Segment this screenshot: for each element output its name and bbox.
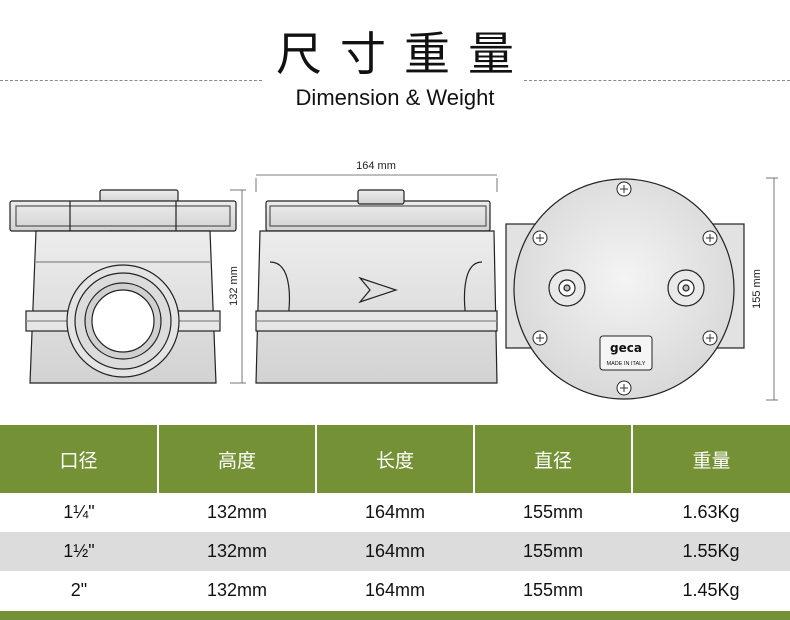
header-diameter: 直径 xyxy=(473,425,632,493)
bottom-divider xyxy=(0,611,790,620)
cell-weight: 1.55Kg xyxy=(632,532,790,571)
page-title: 尺寸重量 xyxy=(276,27,532,81)
cell-height: 132mm xyxy=(158,532,316,571)
cell-weight: 1.63Kg xyxy=(682,502,740,522)
header-height: 高度 xyxy=(157,425,316,493)
technical-drawing: 132 mm 164 mm xyxy=(9,160,778,401)
diameter-dimension-label: 155 mm xyxy=(751,269,763,309)
front-view xyxy=(255,174,498,384)
header-length: 长度 xyxy=(315,425,474,493)
bottom-view xyxy=(505,177,778,401)
brand-logo: geca xyxy=(610,341,642,355)
cell-length: 164mm xyxy=(316,532,474,571)
title-divider-left xyxy=(0,80,262,81)
table-row: 1½" 132mm 164mm 155mm 1.55Kg xyxy=(0,532,790,571)
cell-length: 164mm xyxy=(364,580,426,600)
cell-height: 132mm xyxy=(206,502,268,522)
table-row: 2" 132mm 164mm 155mm 1.45Kg xyxy=(0,571,790,610)
title-divider-right xyxy=(524,80,790,81)
cell-weight: 1.45Kg xyxy=(682,580,740,600)
header-weight: 重量 xyxy=(631,425,790,493)
height-dimension-label: 132 mm xyxy=(228,266,240,306)
table-row: 1¼" 132mm 164mm 155mm 1.63Kg xyxy=(0,493,790,532)
cell-diameter: 155mm xyxy=(474,532,632,571)
header-caliber: 口径 xyxy=(0,425,158,493)
page-subtitle: Dimension & Weight xyxy=(295,85,495,110)
side-view xyxy=(9,189,246,384)
cell-length: 164mm xyxy=(364,502,426,522)
cell-diameter: 155mm xyxy=(522,502,584,522)
cell-diameter: 155mm xyxy=(522,580,584,600)
table-header-row: 口径 高度 长度 直径 重量 xyxy=(0,425,790,493)
cell-caliber: 1½" xyxy=(0,532,158,571)
cell-height: 132mm xyxy=(206,580,268,600)
cell-caliber: 1¼" xyxy=(63,502,95,522)
made-in-label: MADE IN ITALY xyxy=(607,361,646,367)
width-dimension-label: 164 mm xyxy=(356,160,396,172)
spec-table: 口径 高度 长度 直径 重量 1¼" 132mm 164mm 155mm 1.6… xyxy=(0,425,790,610)
cell-caliber: 2" xyxy=(70,580,88,600)
